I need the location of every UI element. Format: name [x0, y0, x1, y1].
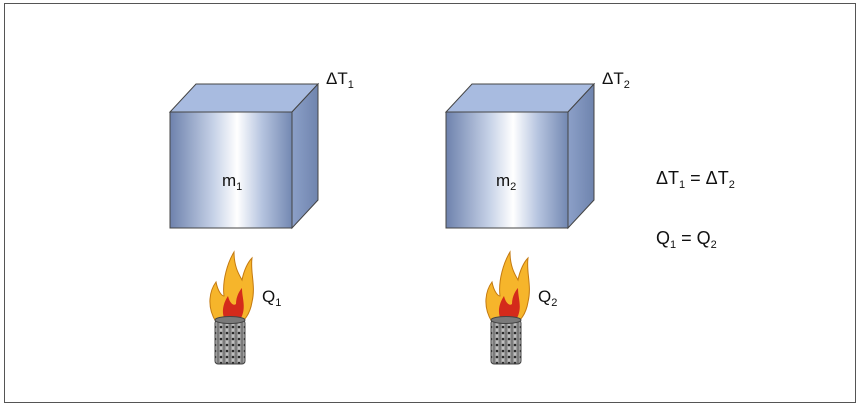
mass-1-label: m1	[222, 171, 243, 193]
burner-1	[209, 250, 254, 365]
mass-2-label: m2	[496, 171, 517, 193]
cube-2-front	[445, 111, 569, 229]
equation-heat: Q1 = Q2	[656, 228, 717, 251]
cube-2	[444, 82, 596, 230]
diagram-frame	[4, 3, 856, 403]
flame-2-inner	[498, 288, 520, 324]
burner-2-body	[490, 319, 522, 365]
flame-1-inner	[222, 288, 244, 324]
burner-2	[485, 250, 530, 365]
cube-1	[168, 82, 320, 230]
heat-1-label: Q1	[262, 287, 282, 309]
delta-t-1-label: ΔT1	[326, 69, 354, 91]
heat-2-label: Q2	[538, 287, 558, 309]
equation-delta-t: ΔT1 = ΔT2	[656, 168, 735, 191]
burner-1-body	[214, 319, 246, 365]
delta-t-2-label: ΔT2	[602, 69, 630, 91]
cube-1-front	[169, 111, 293, 229]
